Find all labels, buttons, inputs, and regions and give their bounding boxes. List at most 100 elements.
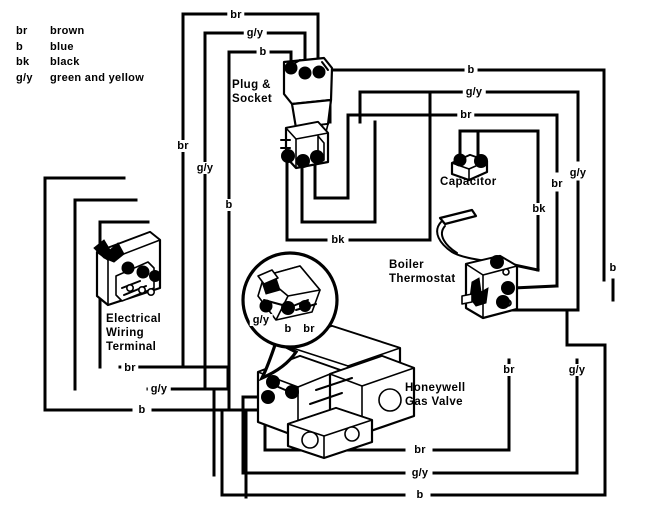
legend-name-br: brown [50,25,85,37]
ewt-clamp [93,239,125,263]
wire-gy-topright [358,90,580,162]
ewt-terminal-2 [136,265,150,279]
wire-label-left-br: br [174,140,192,152]
thermostat-terminal-mid [501,281,515,295]
wire-gy-terminal-loop [73,198,138,391]
gas-valve-seam-2 [309,392,343,405]
wire-label-mid-bk: bk [328,234,348,246]
wire-motor-loop-mid [300,120,377,224]
legend-key-br: br [16,25,28,37]
ewt-terminal-3 [149,270,161,282]
legend-row-br: br brown [16,24,144,40]
wire-label-top-gy: g/y [243,27,267,39]
gas-valve-terminal-link [275,385,291,393]
wire-b-terminal-loop [43,176,126,412]
ewt-screw-1 [126,283,135,292]
wire-label-col-bk: bk [529,203,549,215]
wire-label-right-gy: g/y [462,86,486,98]
wire-label-rc-gy: g/y [565,364,589,376]
wire-label-bl-br: br [121,362,139,374]
label-capacitor: Capacitor [440,176,497,188]
legend-name-bk: black [50,56,80,68]
capacitor-terminal-2 [474,154,488,168]
wire-gy-left-down [170,166,207,391]
wire-label-top-b: b [256,46,270,58]
legend-key-gy: g/y [16,71,33,84]
boiler-thermostat-component [436,208,519,320]
capacitor-terminal-1 [453,153,467,167]
wire-b-topright [328,68,606,255]
wire-b-top [227,50,293,207]
wire-br-top [181,12,320,148]
wire-bk-bus-right [348,120,432,242]
thermostat-terminal-low [496,295,510,309]
motor-terminal-2 [296,154,310,168]
legend-row-bk: bk black [16,55,144,71]
wire-label-bot-br: br [411,444,429,456]
legend-name-b: blue [50,40,74,53]
wire-gy-to-thermostat [510,298,580,312]
motor-terminal-3 [310,150,324,164]
wire-label-rc-br: br [500,364,518,376]
gas-valve-outlet-port [344,426,360,442]
legend-row-b: b blue [16,40,144,56]
thermostat-capillary-tube-2 [440,225,458,254]
wire-label-bot-b: b [413,489,427,501]
legend-row-gy: g/y green and yellow [16,71,144,87]
wire-label-right-b: b [464,64,478,76]
wire-cap-to-bk-col [476,129,540,200]
label-electrical-wiring-terminal: Electrical Wiring Terminal [106,313,162,353]
wire-br-terminal-loop [98,220,150,369]
electrical-wiring-terminal-component [93,230,162,307]
callout-terminal-b [281,301,295,315]
gas-valve-terminal-br [285,385,299,399]
wire-network [43,12,615,499]
label-plug-socket: Plug & Socket [232,79,273,105]
legend-name-gy: green and yellow [50,71,145,84]
wire-br-to-thermostat [510,284,559,290]
gas-valve-seam-1 [315,377,353,391]
callout-pointer [258,339,299,382]
wire-br-topright [346,113,559,173]
plug-terminal-3 [312,65,326,79]
gas-valve-inlet-port [301,431,319,449]
wire-label-left-b: b [222,199,236,211]
callout-label-b: b [281,323,295,335]
plug-terminal-2 [298,66,312,80]
callout-label-gy: g/y [249,314,273,326]
callout-terminal-br [299,300,311,312]
legend-key-b: b [16,40,24,53]
wire-label-bl-b: b [135,404,149,416]
legend-key-bk: bk [16,56,30,68]
wire-motor-loop-inner [313,120,350,200]
wire-label-top-br: br [227,9,245,21]
wire-label-right-br: br [457,109,475,121]
capacitor-component [450,153,489,182]
ewt-screw-3 [147,287,156,296]
wire-label-far-b: b [606,262,620,274]
wire-label-col-gy: g/y [566,167,590,179]
wire-motor-loop-outer [285,160,328,242]
gas-valve-terminal-b [261,390,275,404]
thermostat-screw-1 [502,268,510,276]
callout-label-br: br [300,323,318,335]
thermostat-sensor-bulb [438,208,478,226]
ewt-screw-2 [138,285,147,294]
plug-detail-line-2 [321,61,329,71]
ewt-terminal-1 [121,261,135,275]
wire-label-col-br: br [548,178,566,190]
thermostat-shaft [461,293,473,305]
callout-lug-bar [257,269,279,285]
legend: br brown b blue bk black g/y green and yello… [16,24,144,86]
gas-valve-regulator-cap [378,388,402,412]
thermostat-terminal-top [490,255,504,269]
wire-b-left-down [153,203,231,412]
wire-label-bl-gy: g/y [147,383,171,395]
wire-thermostat-out [565,308,607,347]
motor-terminal-1 [281,149,295,163]
label-honeywell-gas-valve: Honeywell Gas Valve [405,382,466,408]
motor-block-top [285,121,329,140]
motor-terminal-block-component [280,120,330,170]
label-boiler-thermostat: Boiler Thermostat [389,259,456,285]
